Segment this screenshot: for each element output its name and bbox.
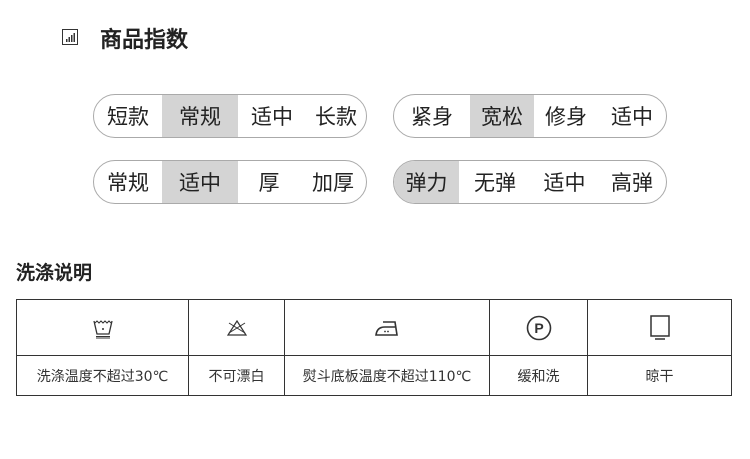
wash-title: 洗涤说明: [16, 262, 93, 284]
option-selected: 宽松: [470, 95, 534, 137]
no-bleach-icon: [226, 319, 247, 336]
option: 厚: [258, 171, 280, 195]
iron-low-icon: [375, 320, 398, 336]
elasticity-index: 弹力 无弹 适中 高弹: [393, 160, 667, 204]
wash-30-icon: [92, 319, 113, 338]
option-selected: 适中: [162, 161, 238, 203]
wash-table: P 洗涤温度不超过30℃ 不可漂白 熨斗底板温度不超过110℃ 缓和洗 晾干: [16, 299, 732, 396]
option-selected: 常规: [162, 95, 238, 137]
section-title: 商品指数: [100, 28, 189, 53]
thickness-index: 常规 适中 厚 加厚: [93, 160, 367, 204]
fit-index: 紧身 宽松 修身 适中: [393, 94, 667, 138]
wash-label: 不可漂白: [188, 355, 285, 396]
wash-label: 洗涤温度不超过30℃: [16, 355, 189, 396]
option: 长款: [315, 105, 357, 129]
bar-chart-icon: [62, 29, 78, 45]
option: 常规: [107, 171, 149, 195]
option-selected: 弹力: [394, 161, 459, 203]
option: 修身: [545, 105, 587, 129]
option: 无弹: [474, 171, 516, 195]
wash-label: 熨斗底板温度不超过110℃: [284, 355, 490, 396]
option: 高弹: [611, 171, 653, 195]
length-index: 短款 常规 适中 长款: [93, 94, 367, 138]
wash-label: 晾干: [587, 355, 732, 396]
option: 加厚: [312, 171, 354, 195]
option: 适中: [543, 171, 586, 195]
wash-label: 缓和洗: [489, 355, 588, 396]
option: 适中: [251, 105, 293, 129]
option: 短款: [107, 105, 149, 129]
svg-text:P: P: [534, 320, 543, 336]
dry-clean-p-icon: P: [526, 315, 551, 340]
option: 紧身: [411, 105, 453, 129]
hang-dry-icon: [649, 314, 670, 340]
option: 适中: [611, 105, 653, 129]
